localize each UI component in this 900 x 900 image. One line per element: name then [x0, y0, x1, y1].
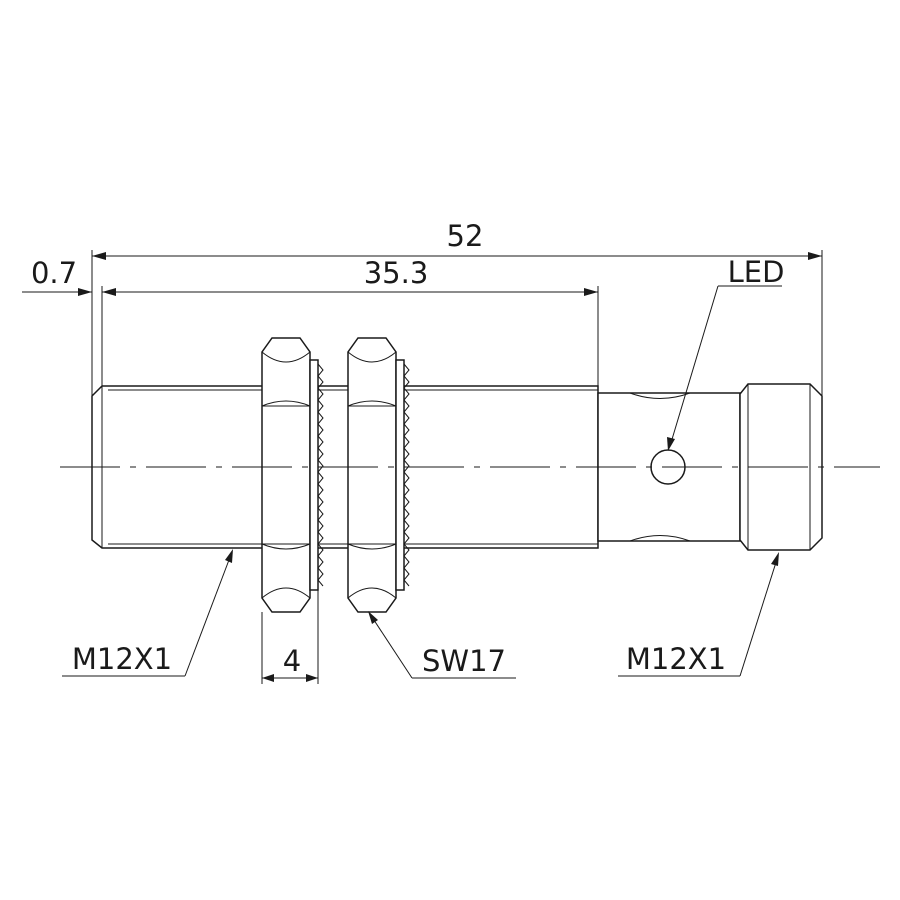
overall-length-value: 52: [447, 219, 484, 253]
lock-washer-2: [395, 359, 410, 591]
led-label: LED: [728, 255, 785, 289]
callout-led: LED: [667, 255, 784, 451]
callout-connector-thread: M12X1: [618, 552, 779, 677]
callout-front-thread: M12X1: [62, 549, 233, 677]
callout-nut-size: SW17: [368, 611, 516, 679]
front-offset-value: 0.7: [31, 256, 77, 290]
lock-washer-1: [309, 359, 324, 591]
nut-thickness-value: 4: [283, 644, 301, 678]
front-thread-label: M12X1: [72, 642, 172, 676]
hex-nut-2: [347, 337, 397, 613]
dimension-thread-length: 35.3: [101, 256, 599, 386]
dimension-front-offset: 0.7: [22, 256, 92, 296]
connector-thread-label: M12X1: [626, 642, 726, 676]
dimension-overall-length: 52: [91, 219, 823, 396]
hex-nut-1: [261, 337, 311, 613]
thread-length-value: 35.3: [364, 256, 429, 290]
nut-size-label: SW17: [422, 644, 506, 678]
dimension-nut-thickness: 4: [261, 590, 319, 684]
